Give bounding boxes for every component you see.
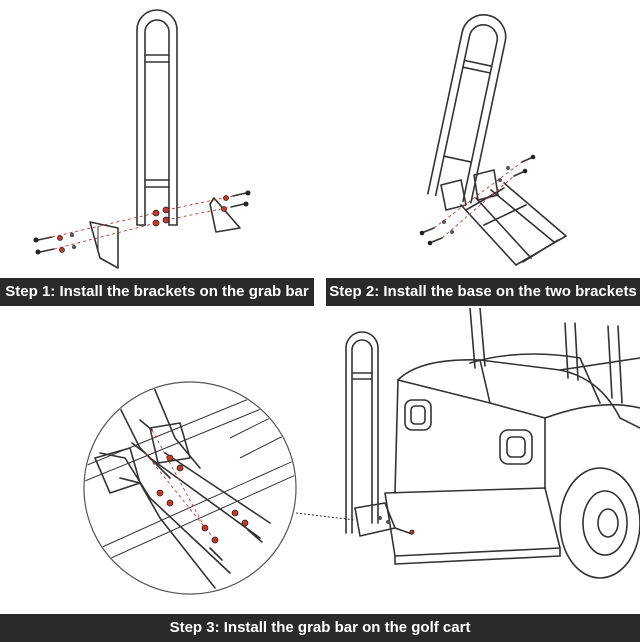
step2-illustration — [326, 0, 640, 275]
step1-illustration — [0, 0, 314, 275]
step3-illustration — [0, 308, 640, 612]
grab-bar-inner — [144, 19, 170, 226]
step3-caption: Step 3: Install the grab bar on the golf… — [0, 614, 640, 642]
right-bracket — [209, 197, 241, 233]
base-screws-left — [419, 220, 454, 246]
rear-deck — [384, 487, 561, 557]
detail-zoom-circle — [83, 381, 297, 595]
left-screws — [33, 232, 77, 255]
step1-caption: Step 1: Install the brackets on the grab… — [0, 278, 314, 306]
grab-bar-tilted — [427, 14, 507, 204]
grab-bar-outer — [136, 9, 178, 226]
tail-light-left — [404, 399, 432, 431]
step2-caption: Step 2: Install the base on the two brac… — [326, 278, 640, 306]
golf-cart — [384, 308, 640, 579]
left-bracket — [89, 221, 119, 269]
base-frame — [460, 182, 567, 266]
rear-wheel — [559, 467, 640, 579]
tail-light-right — [499, 429, 533, 465]
base-screws-right — [498, 154, 536, 182]
brackets — [440, 179, 467, 211]
installed-grab-bar — [345, 331, 415, 537]
